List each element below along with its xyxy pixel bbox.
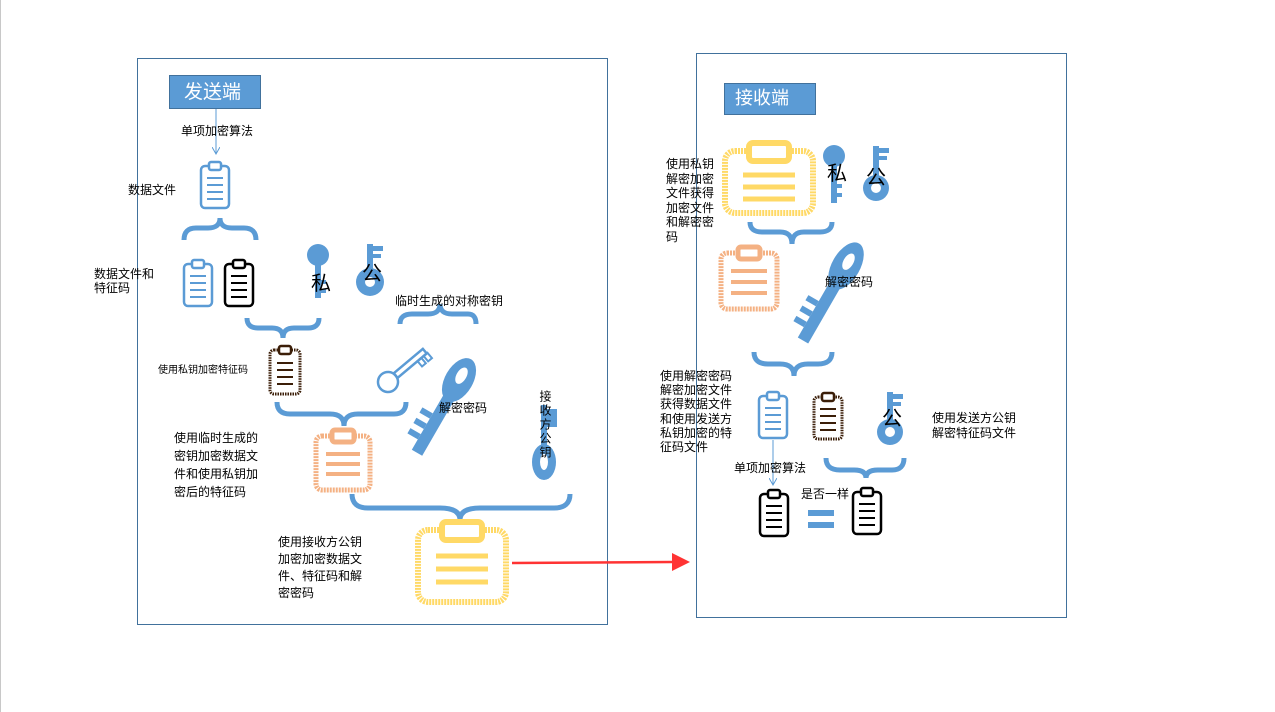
left-edge-rule — [0, 0, 1, 712]
key-icon — [407, 358, 477, 456]
key-icon — [356, 244, 384, 296]
key-icon — [793, 242, 864, 344]
clipboard-icon — [812, 391, 844, 441]
receiver-decrypt-private-label: 使用私钥 解密加密 文件获得 加密文件 和解密密 码 — [666, 157, 715, 244]
sender-encrypt-temp-label: 使用临时生成的 密钥加密数据文 件和使用私钥加 密后的特征码 — [174, 431, 259, 499]
brace-icon — [244, 317, 322, 339]
sender-public-char: 公 — [362, 261, 382, 285]
receiver-decrypt-sender-public-label: 使用发送方公钥 解密特征码文件 — [932, 411, 1017, 440]
clipboard-icon — [313, 427, 373, 493]
sender-data-file-label: 数据文件 — [128, 183, 177, 197]
brace-icon — [397, 303, 479, 325]
brace-icon — [747, 221, 835, 245]
receiver-same-label: 是否一样 — [801, 487, 850, 501]
sender-hash-label: 单项加密算法 — [181, 124, 254, 138]
receiver-title: 接收端 — [724, 83, 816, 115]
receiver-private-char: 私 — [827, 161, 847, 185]
sender-encrypt-public-label: 使用接收方公钥 加密加密数据文 件、特征码和解 密密码 — [278, 535, 363, 600]
brace-icon — [181, 217, 259, 241]
clipboard-icon — [268, 344, 302, 396]
clipboard-icon — [758, 488, 790, 538]
sender-title: 发送端 — [169, 75, 261, 109]
arrow-icon — [511, 553, 690, 571]
clipboard-icon — [757, 390, 789, 440]
clipboard-icon — [223, 258, 255, 308]
clipboard-icon — [199, 160, 231, 210]
brace-icon — [349, 493, 573, 521]
clipboard-icon — [415, 519, 509, 605]
receiver-sender-public-char: 公 — [882, 406, 902, 430]
clipboard-icon — [851, 486, 883, 536]
sender-decrypt-password-label: 解密密码 — [439, 401, 488, 415]
sender-encrypt-signature-label: 使用私钥加密特征码 — [158, 365, 248, 376]
receiver-public-char: 公 — [866, 165, 886, 189]
key-icon — [877, 392, 903, 445]
receiver-hash-label: 单项加密算法 — [734, 461, 807, 475]
sender-data-signature-label: 数据文件和 特征码 — [94, 267, 155, 295]
sender-temp-key-label: 临时生成的对称密钥 — [395, 294, 504, 308]
brace-icon — [823, 457, 907, 479]
clipboard-icon — [182, 258, 214, 308]
key-icon — [307, 244, 329, 298]
key-icon — [376, 347, 434, 394]
clipboard-icon — [718, 244, 780, 312]
receiver-decrypt-with-password-label: 使用解密密码 解密加密文件 获得数据文件 和使用发送方 私钥加密的特 征码文件 — [660, 369, 733, 455]
sender-private-char: 私 — [311, 271, 331, 295]
sender-receiver-public-label: 接收方公钥 — [538, 390, 552, 460]
key-icon — [863, 146, 889, 201]
equals-icon — [808, 510, 834, 528]
clipboard-icon — [722, 140, 816, 216]
key-icon — [823, 145, 845, 203]
key-icon — [532, 405, 557, 480]
brace-icon — [274, 401, 409, 427]
brace-icon — [751, 351, 835, 377]
receiver-decrypt-password-label: 解密密码 — [825, 275, 874, 289]
